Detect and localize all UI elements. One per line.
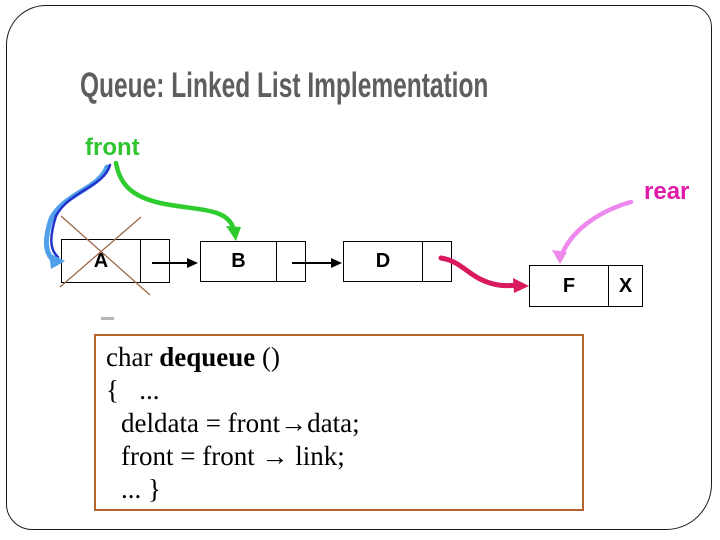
code-arrow-icon-2: → (261, 441, 289, 471)
code-line-3: deldata = front→data; (106, 407, 582, 440)
node-d: D (343, 241, 452, 282)
code-l1c: () (255, 342, 280, 372)
node-f: F X (529, 265, 643, 307)
node-b-pointer-cell (276, 242, 305, 281)
node-b: B (200, 241, 306, 282)
code-l4a: front = front (121, 441, 262, 471)
code-l4b: link; (288, 441, 345, 471)
dequeue-code-box: char dequeue () { ... deldata = front→da… (94, 334, 584, 511)
node-d-pointer-cell (422, 242, 451, 281)
code-line-1: char dequeue () (106, 341, 582, 374)
code-l1a: char (106, 342, 160, 372)
node-f-data-cell: F (562, 274, 576, 297)
node-d-data-cell: D (375, 250, 391, 272)
code-function-name: dequeue (159, 342, 256, 372)
slide-border (6, 5, 712, 530)
node-a: A (61, 239, 170, 283)
code-line-2: { ... (106, 375, 160, 405)
code-line-5: ... } (121, 474, 161, 504)
front-pointer-label: front (85, 134, 140, 161)
code-l3b: data; (307, 408, 360, 438)
node-a-data-cell: A (93, 249, 109, 272)
rear-pointer-label: rear (644, 178, 690, 205)
node-a-pointer-cell (140, 240, 169, 282)
node-b-data-cell: B (231, 250, 246, 272)
slide-title: Queue: Linked List Implementation (80, 66, 489, 105)
code-arrow-icon: → (280, 408, 308, 438)
code-line-4: front = front → link; (106, 440, 582, 473)
code-l3a: deldata = front (121, 408, 281, 438)
node-f-null-cell: X (608, 266, 642, 306)
stray-mark (101, 317, 114, 320)
